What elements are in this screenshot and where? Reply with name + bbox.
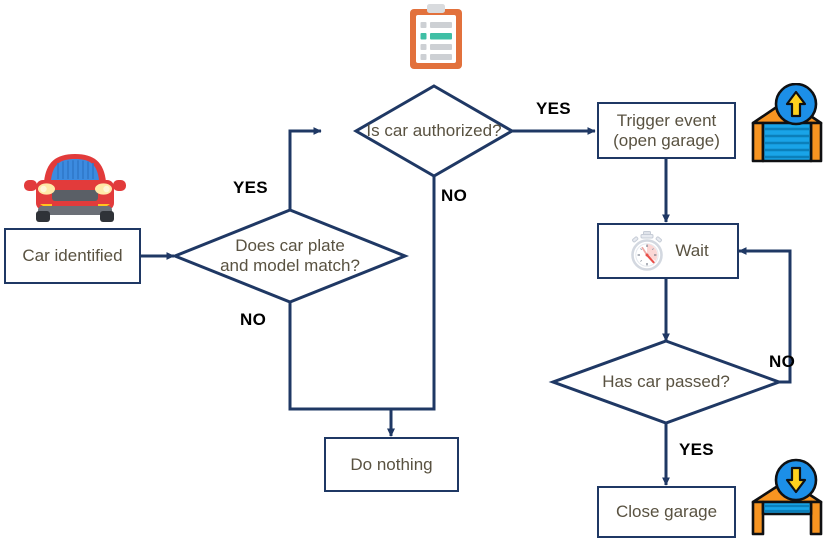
node-wait-label: Wait (675, 241, 709, 261)
edge-label-authorized-yes: YES (536, 99, 571, 118)
edge-label-authorized-no: NO (441, 186, 468, 205)
node-do-nothing-label: Do nothing (350, 454, 433, 474)
node-car-identified-label: Car identified (22, 246, 123, 266)
decision-is-car-authorized (352, 84, 516, 178)
edge-label-match-no: NO (240, 310, 267, 329)
decision-has-car-passed (548, 339, 784, 425)
garage-close-down-arrow-icon (751, 458, 823, 536)
wait-content: Wait (627, 230, 709, 272)
edge-passed-no (738, 247, 792, 384)
node-do-nothing[interactable]: Do nothing (324, 437, 459, 492)
node-wait[interactable]: Wait (597, 223, 739, 279)
node-close-garage-label: Close garage (615, 502, 718, 522)
decision-plate-model-match-label: Does car plate and model match? (220, 236, 360, 275)
edge-authorized-no (387, 176, 436, 437)
node-trigger-event-label: Trigger event (open garage) (613, 110, 720, 150)
decision-is-car-authorized-label: Is car authorized? (366, 121, 502, 141)
car-front-icon (24, 154, 126, 222)
node-car-identified[interactable]: Car identified (4, 228, 141, 284)
edge-label-passed-yes: YES (679, 440, 714, 459)
clipboard-list-icon (410, 4, 462, 69)
edge-match-no (288, 302, 395, 437)
node-close-garage[interactable]: Close garage (597, 486, 736, 538)
edge-label-match-yes: YES (233, 178, 268, 197)
garage-open-up-arrow-icon (751, 83, 823, 163)
edge-label-passed-no: NO (769, 352, 796, 371)
decision-has-car-passed-label: Has car passed? (602, 372, 730, 392)
stopwatch-icon (631, 231, 664, 271)
edge-match-yes (288, 127, 322, 210)
node-trigger-event[interactable]: Trigger event (open garage) (597, 102, 736, 159)
decision-plate-model-match (170, 208, 410, 304)
